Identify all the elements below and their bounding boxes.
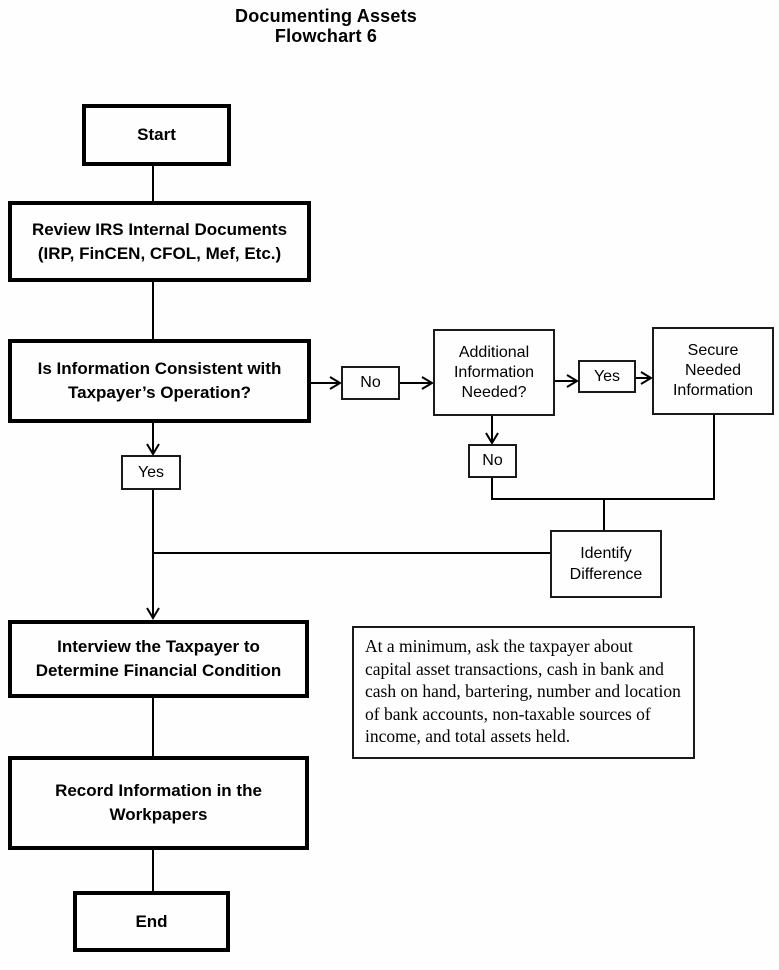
node-secure-line-3: Information — [672, 382, 754, 399]
node-no-consistent: No — [341, 366, 400, 400]
node-additional-information-question: Additional Information Needed? — [433, 329, 555, 416]
chart-title: Documenting Assets Flowchart 6 — [26, 6, 626, 46]
node-additional-line-3: Needed? — [461, 383, 527, 401]
node-additional-line-2: Information — [453, 363, 535, 381]
node-secure-needed-information: Secure Needed Information — [652, 327, 774, 415]
node-review-line-2: (IRP, FinCEN, CFOL, Mef, Etc.) — [37, 243, 282, 263]
node-yes-additional-label: Yes — [593, 367, 621, 385]
node-end-label: End — [135, 911, 168, 931]
node-identify-difference: Identify Difference — [550, 530, 662, 598]
node-review-line-1: Review IRS Internal Documents — [31, 219, 288, 239]
node-record-information: Record Information in the Workpapers — [8, 756, 309, 850]
node-interview-taxpayer: Interview the Taxpayer to Determine Fina… — [8, 620, 309, 698]
node-interview-line-1: Interview the Taxpayer to — [57, 637, 260, 656]
node-review-irs-documents: Review IRS Internal Documents (IRP, FinC… — [8, 201, 311, 282]
node-no-additional-label: No — [482, 452, 503, 469]
node-start: Start — [82, 104, 231, 166]
node-end: End — [73, 891, 230, 952]
node-yes-consistent: Yes — [121, 455, 181, 490]
node-secure-line-1: Secure — [687, 342, 739, 359]
node-information-consistent-question: Is Information Consistent with Taxpayer’… — [8, 339, 311, 423]
node-no-consistent-label: No — [360, 374, 381, 391]
chart-title-line-1: Documenting Assets — [235, 6, 417, 26]
note-interview-guidance: At a minimum, ask the taxpayer about cap… — [352, 626, 695, 759]
node-consistent-line-1: Is Information Consistent with — [37, 359, 282, 378]
node-identify-line-1: Identify — [580, 545, 632, 562]
node-additional-line-1: Additional — [458, 343, 530, 361]
node-secure-line-2: Needed — [684, 362, 742, 379]
node-record-line-2: Workpapers — [109, 805, 208, 824]
node-interview-line-2: Determine Financial Condition — [35, 661, 282, 680]
node-no-additional: No — [468, 444, 517, 478]
node-yes-consistent-label: Yes — [137, 463, 165, 481]
chart-title-line-2: Flowchart 6 — [274, 26, 378, 46]
node-consistent-line-2: Taxpayer’s Operation? — [68, 383, 251, 402]
node-yes-additional: Yes — [578, 360, 636, 393]
node-record-line-1: Record Information in the — [55, 781, 262, 800]
node-start-label: Start — [137, 125, 176, 144]
node-identify-line-2: Difference — [569, 566, 643, 583]
note-text: At a minimum, ask the taxpayer about cap… — [365, 636, 681, 746]
